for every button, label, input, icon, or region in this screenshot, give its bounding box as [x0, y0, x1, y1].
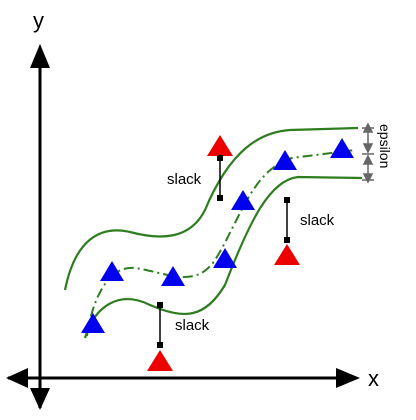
- outside-points: [147, 135, 300, 371]
- epsilon-indicator: [362, 122, 374, 184]
- y-axis: [30, 44, 50, 410]
- data-point-inside: [81, 313, 105, 333]
- slack-bottom: [157, 302, 163, 348]
- regression-line: [86, 149, 356, 337]
- inside-points: [81, 138, 354, 333]
- data-point-outside-bottom: [147, 350, 173, 371]
- slack-right: [284, 197, 290, 243]
- data-point-outside-top: [207, 135, 233, 156]
- slack-top: [217, 155, 223, 201]
- y-axis-down-arrowhead: [30, 388, 50, 410]
- data-point-inside: [161, 266, 185, 286]
- data-point-inside: [273, 150, 297, 170]
- slack-bottom-label: slack: [175, 317, 210, 334]
- data-point-outside-right: [274, 244, 300, 265]
- x-axis-label: x: [368, 366, 379, 391]
- slack-right-label: slack: [300, 212, 335, 229]
- data-point-inside: [330, 138, 354, 158]
- data-point-inside: [231, 190, 255, 210]
- epsilon-label: epsilon: [377, 124, 393, 168]
- x-axis: [6, 368, 360, 388]
- tube-lower-boundary: [83, 175, 363, 339]
- data-point-inside: [100, 261, 124, 281]
- data-point-inside: [213, 248, 237, 268]
- y-axis-label: y: [33, 8, 44, 33]
- tube-upper-boundary: [63, 126, 359, 291]
- x-axis-left-arrowhead: [6, 368, 28, 388]
- x-axis-right-arrowhead: [336, 368, 360, 388]
- slack-top-label: slack: [167, 171, 202, 188]
- y-axis-up-arrowhead: [30, 44, 50, 68]
